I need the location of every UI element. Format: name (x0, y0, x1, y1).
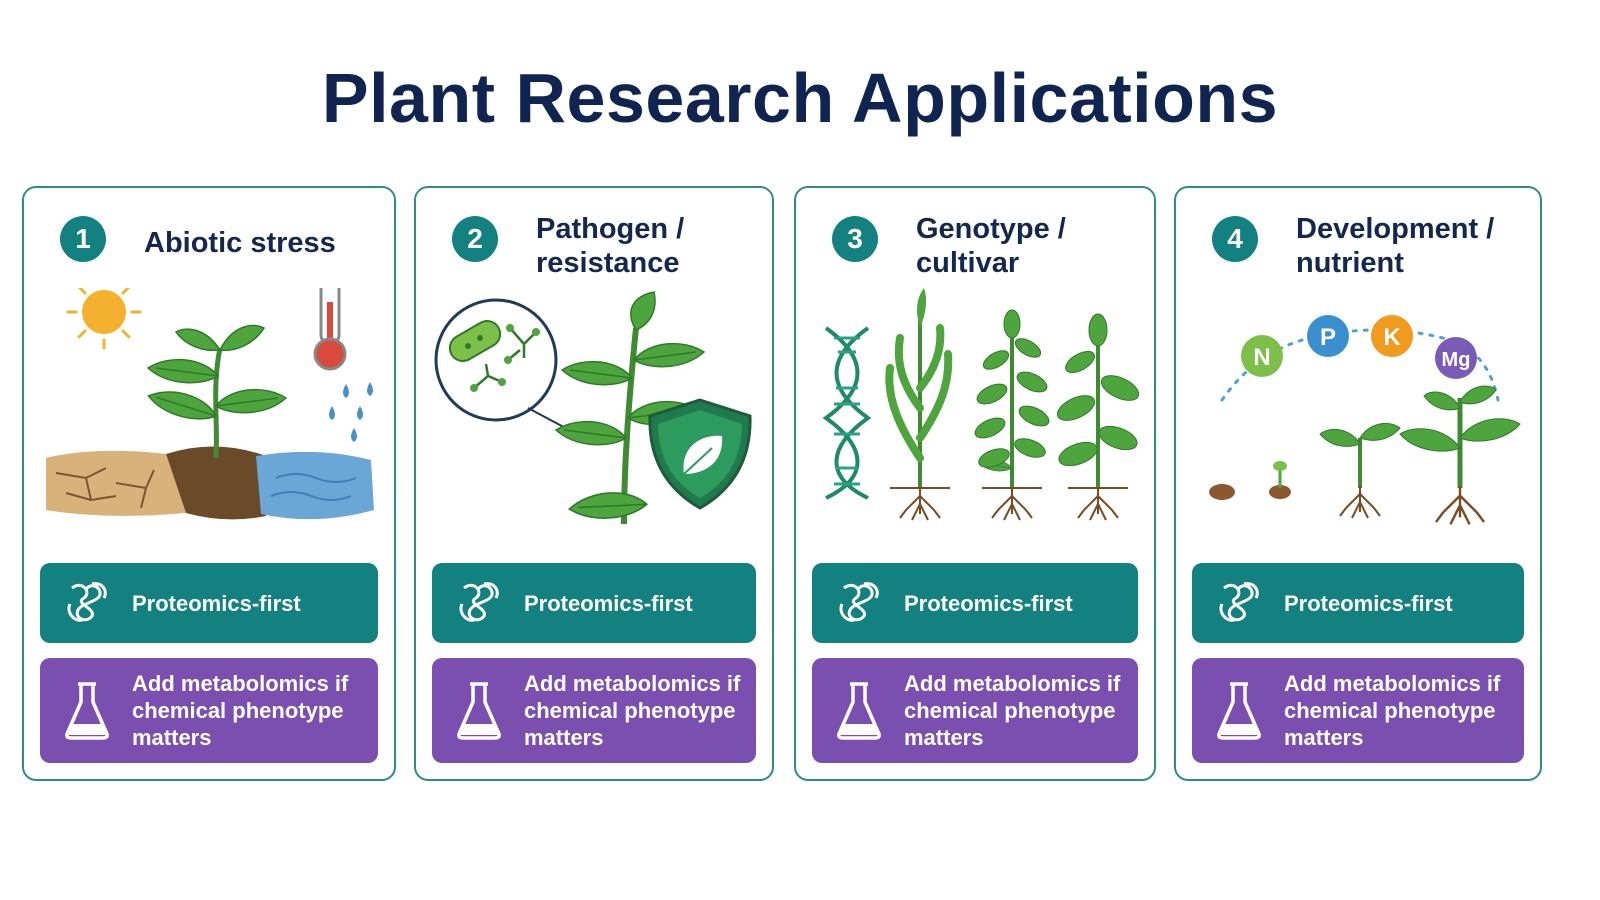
plant-icon (1056, 313, 1140, 521)
nutrient-badge-mg: Mg (1435, 337, 1477, 379)
flask-icon (1217, 681, 1261, 740)
proteomics-first-box: Proteomics-first (812, 563, 1138, 643)
flask-icon (457, 681, 501, 740)
proteomics-first-box: Proteomics-first (432, 563, 756, 643)
proteomics-label: Proteomics-first (904, 590, 1073, 616)
card-title: Pathogen / resistance (536, 213, 685, 279)
pathogen-illustration (434, 291, 752, 526)
metabolomics-label: Add metabolomics if chemical phenotype m… (904, 671, 1121, 750)
flask-icon (837, 681, 881, 740)
sun-icon (66, 288, 142, 350)
page-title: Plant Research Applications (321, 59, 1279, 137)
nutrient-badge-n: N (1241, 335, 1283, 377)
proteomics-first-box: Proteomics-first (40, 563, 378, 643)
card-development-nutrient: 4 Development / nutrient N P K Mg Proteo… (1174, 186, 1542, 781)
thermometer-icon (313, 288, 347, 371)
protein-icon (1219, 582, 1259, 622)
plant-icon (555, 291, 705, 526)
proteomics-first-box: Proteomics-first (1192, 563, 1524, 643)
plant-icon (145, 324, 287, 459)
proteomics-label: Proteomics-first (524, 590, 693, 616)
svg-text:P: P (1320, 324, 1336, 351)
plant-icon (885, 288, 953, 521)
genotype-illustration (822, 288, 1140, 521)
card-title: Abiotic stress (144, 227, 336, 259)
shield-leaf-icon (648, 398, 752, 510)
card-genotype-cultivar: 3 Genotype / cultivar (794, 186, 1156, 781)
step-badge: 1 (60, 216, 106, 262)
step-badge: 2 (452, 216, 498, 262)
metabolomics-box: Add metabolomics if chemical phenotype m… (432, 658, 756, 763)
metabolomics-label: Add metabolomics if chemical phenotype m… (524, 671, 741, 750)
nutrient-badge-k: K (1371, 315, 1413, 357)
card-title: Genotype / cultivar (916, 213, 1066, 279)
svg-text:Mg: Mg (1442, 349, 1471, 371)
svg-text:K: K (1383, 324, 1401, 351)
water-drops-icon (329, 382, 373, 442)
flask-icon (65, 681, 109, 740)
seedling-icon (1319, 422, 1401, 519)
proteomics-label: Proteomics-first (1284, 590, 1453, 616)
protein-icon (839, 582, 879, 622)
card-pathogen-resistance: 2 Pathogen / resistance Proteom (414, 186, 774, 781)
dna-icon (822, 326, 872, 500)
plant-icon (974, 309, 1050, 521)
cracked-soil (46, 446, 374, 520)
protein-icon (459, 582, 499, 622)
abiotic-stress-illustration (46, 288, 374, 520)
metabolomics-box: Add metabolomics if chemical phenotype m… (1192, 658, 1524, 763)
metabolomics-box: Add metabolomics if chemical phenotype m… (40, 658, 378, 763)
card-abiotic-stress: 1 Abiotic stress (22, 186, 396, 781)
step-badge: 3 (832, 216, 878, 262)
nutrient-badge-p: P (1307, 315, 1349, 357)
seed-icon (1209, 484, 1235, 500)
young-plant-icon (1399, 385, 1521, 526)
svg-text:N: N (1253, 344, 1270, 371)
protein-icon (67, 582, 107, 622)
development-illustration: N P K Mg (1209, 315, 1521, 526)
metabolomics-label: Add metabolomics if chemical phenotype m… (132, 671, 349, 750)
proteomics-label: Proteomics-first (132, 590, 301, 616)
metabolomics-box: Add metabolomics if chemical phenotype m… (812, 658, 1138, 763)
card-title: Development / nutrient (1296, 213, 1495, 279)
step-badge: 4 (1212, 216, 1258, 262)
sprout-icon (1269, 461, 1291, 499)
metabolomics-label: Add metabolomics if chemical phenotype m… (1284, 671, 1501, 750)
